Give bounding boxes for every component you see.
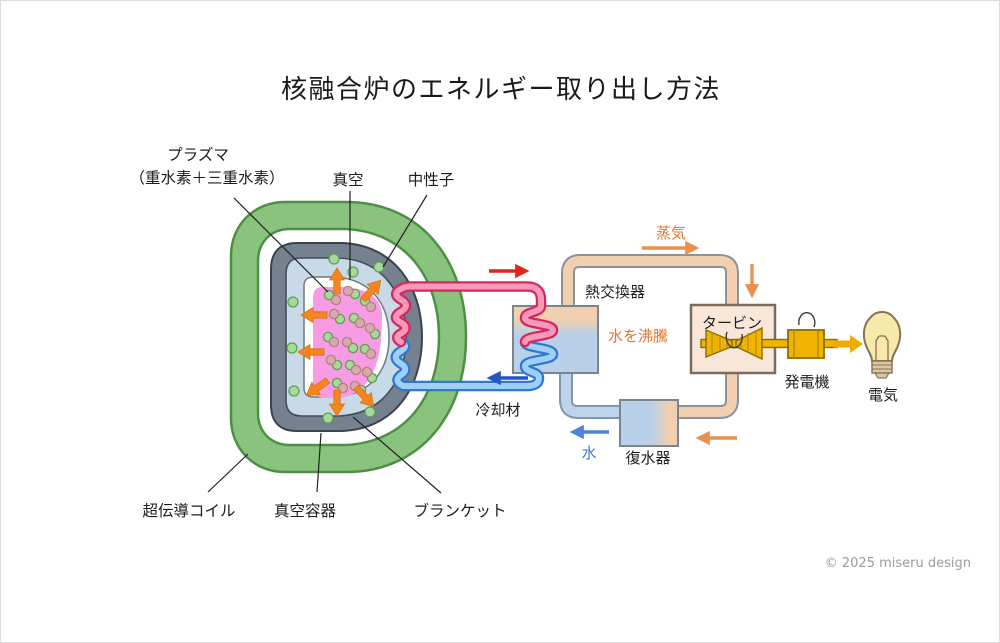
label-coolant: 冷却材 [475, 401, 520, 419]
steam-water-loop [559, 254, 739, 419]
bulb-base-threads [872, 364, 892, 370]
label-plasma-line2: （重水素＋三重水素） [129, 169, 284, 187]
light-bulb-icon [862, 310, 902, 379]
bulb-base [871, 360, 893, 374]
hot-coolant-pipe-fill [393, 283, 557, 345]
label-superconducting-coil: 超伝導コイル [142, 502, 235, 520]
label-electricity: 電気 [868, 386, 898, 404]
label-vacuum-vessel: 真空容器 [274, 502, 337, 520]
generator-icon [787, 311, 825, 359]
copyright-text: © 2025 miseru design [825, 556, 971, 571]
bulb-base-tip [873, 372, 891, 379]
leader-lines [207, 191, 442, 494]
condenser-box [619, 399, 679, 447]
leader-line-plasma [233, 197, 329, 293]
label-plasma-line1: プラズマ [167, 146, 229, 164]
water-return-pipe [559, 371, 622, 419]
leader-line-vessel [316, 432, 322, 493]
label-vacuum: 真空 [332, 171, 363, 189]
reactor-cross-section [229, 200, 468, 474]
steam-pipe-return-fill [676, 371, 737, 417]
leader-line-blanket [352, 416, 442, 494]
rotation-arrow-icon [725, 331, 743, 349]
leader-line-coil [207, 453, 249, 493]
steam-pipe-hot-fill [563, 256, 737, 307]
label-boiling-water: 水を沸騰 [608, 327, 668, 345]
label-neutron: 中性子 [408, 171, 455, 189]
cold-coolant-pipe-fill [392, 339, 557, 389]
page-title: 核融合炉のエネルギー取り出し方法 [281, 75, 721, 105]
water-return-pipe-fill [561, 371, 622, 417]
label-generator: 発電機 [784, 373, 829, 391]
coolant-loop [390, 281, 559, 392]
leader-line-neutron [382, 194, 428, 268]
bulb-filament [875, 335, 889, 361]
generator-bands [793, 330, 819, 358]
steam-pipe-return [676, 371, 739, 419]
rotation-arrow-icon [798, 311, 816, 328]
label-blanket: ブランケット [413, 501, 506, 520]
label-condenser: 復水器 [625, 449, 670, 467]
fuel-particles [322, 285, 381, 396]
label-heat-exchanger: 熱交換器 [585, 283, 645, 301]
label-turbine: タービン [702, 314, 762, 332]
label-water: 水 [581, 444, 596, 462]
label-steam: 蒸気 [656, 224, 686, 242]
electricity-arrow [834, 335, 863, 353]
